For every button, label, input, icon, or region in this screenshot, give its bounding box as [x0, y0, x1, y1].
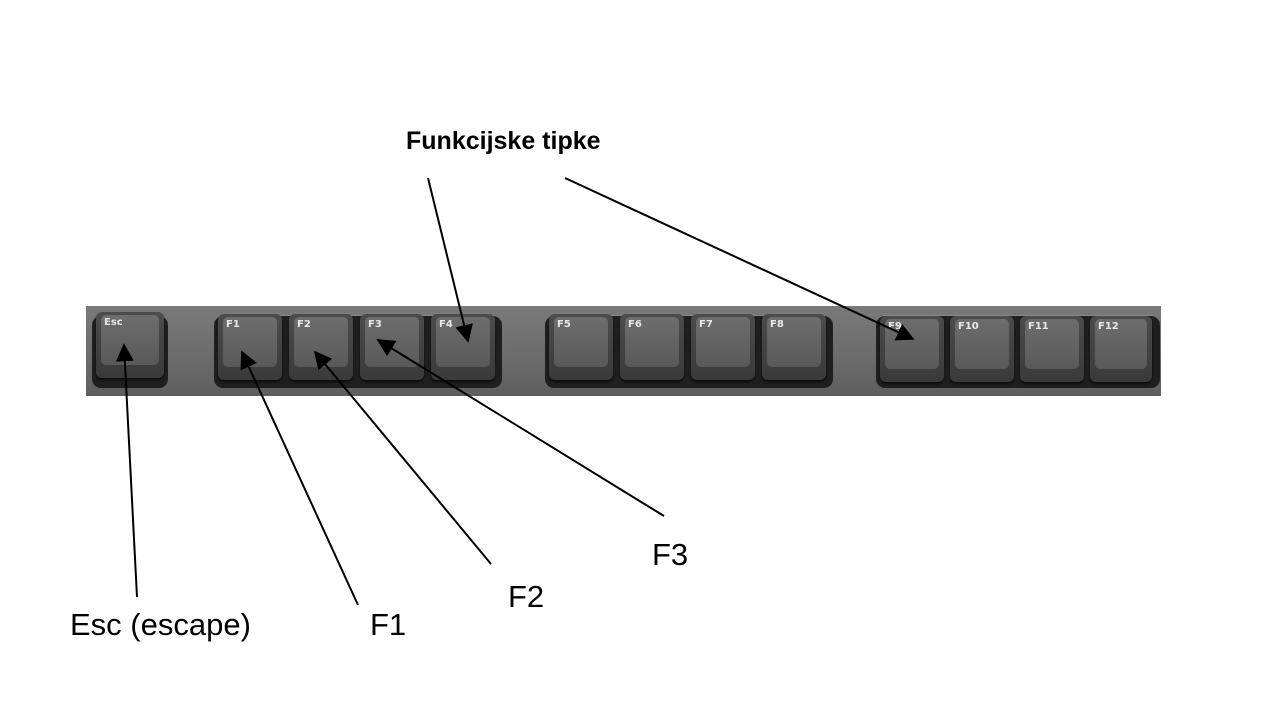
esc-label: Esc (escape) — [70, 607, 251, 642]
esc-label-arrow — [115, 343, 138, 598]
f3-label: F3 — [652, 537, 689, 572]
f12-key-legend: F12 — [1098, 321, 1119, 332]
f11-key-legend: F11 — [1028, 321, 1049, 332]
f8-keycap — [767, 317, 821, 367]
f6-key[interactable]: F6 — [620, 314, 684, 380]
f2-key-legend: F2 — [297, 319, 311, 330]
f8-key[interactable]: F8 — [762, 314, 826, 380]
f6-keycap — [625, 317, 679, 367]
f2-label-arrow — [313, 350, 492, 565]
f7-key-legend: F7 — [699, 319, 713, 330]
f12-keycap — [1095, 319, 1147, 369]
f7-key[interactable]: F7 — [691, 314, 755, 380]
esc-key-legend: Esc — [104, 317, 123, 328]
f11-keycap — [1025, 319, 1079, 369]
f3-key-legend: F3 — [368, 319, 382, 330]
f3-label-arrow — [376, 339, 665, 517]
f1-label: F1 — [370, 607, 407, 642]
f7-keycap — [696, 317, 750, 367]
f5-key-legend: F5 — [557, 319, 571, 330]
f5-keycap — [554, 317, 608, 367]
f5-key[interactable]: F5 — [549, 314, 613, 380]
f8-key-legend: F8 — [770, 319, 784, 330]
diagram-title: Funkcijske tipke — [406, 127, 601, 155]
f10-key-legend: F10 — [958, 321, 979, 332]
f1-key-legend: F1 — [226, 319, 240, 330]
f10-key[interactable]: F10 — [950, 316, 1014, 382]
f12-key[interactable]: F12 — [1090, 316, 1152, 382]
title-to-f4-arrow — [427, 177, 473, 343]
title-to-f9-arrow — [564, 177, 915, 341]
f1-label-arrow — [240, 350, 359, 606]
f4-key[interactable]: F4 — [431, 314, 495, 380]
f6-key-legend: F6 — [628, 319, 642, 330]
f11-key[interactable]: F11 — [1020, 316, 1084, 382]
f4-key-legend: F4 — [439, 319, 453, 330]
f10-keycap — [955, 319, 1009, 369]
f2-label: F2 — [508, 579, 545, 614]
